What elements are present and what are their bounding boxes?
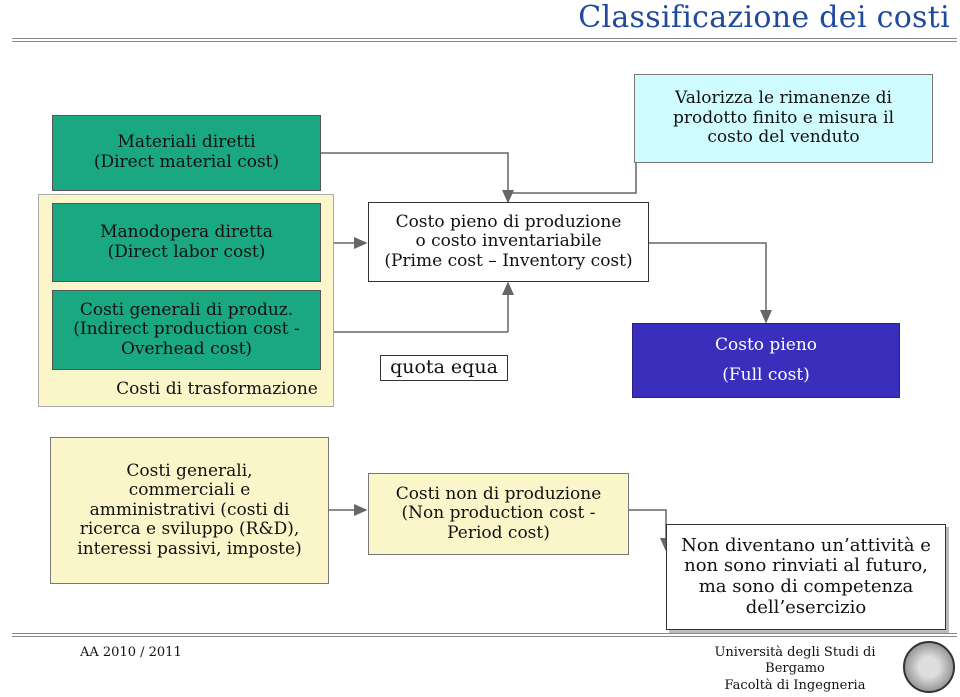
costo-pieno-title: Costo pieno [715,334,817,355]
university-seal-logo [903,641,955,693]
box-costi-generali-produzione: Costi generali di produz. (Indirect prod… [52,290,321,370]
box-costi-non-produzione: Costi non di produzione (Non production … [368,473,629,555]
footer-academic-year: AA 2010 / 2011 [80,645,182,660]
connector-valorizza [508,163,637,194]
connector-materiali [321,152,514,204]
box-non-diventano-attivita: Non diventano un’attività e non sono rin… [666,524,946,630]
box-costo-pieno-full: Costo pieno (Full cost) [632,323,900,398]
footer-university: Università degli Studi di Bergamo Facolt… [714,645,876,693]
box-costo-pieno-produzione: Costo pieno di produzione o costo invent… [368,202,649,282]
footer-divider [12,633,957,637]
connector-full-cost [649,242,772,324]
box-quota-equa: quota equa [380,355,508,381]
box-materiali-diretti: Materiali diretti (Direct material cost) [52,115,321,191]
box-costi-generali-commerciali: Costi generali, commerciali e amministra… [50,437,329,584]
title-divider [12,38,957,42]
connector-non-diventano [629,509,672,552]
label-costi-trasformazione: Costi di trasformazione [116,379,318,400]
box-valorizza-rimanenze: Valorizza le rimanenze di prodotto finit… [634,74,933,163]
page-title: Classificazione dei costi [578,0,950,35]
box-manodopera-diretta: Manodopera diretta (Direct labor cost) [52,203,321,282]
costo-pieno-subtitle: (Full cost) [722,364,810,385]
